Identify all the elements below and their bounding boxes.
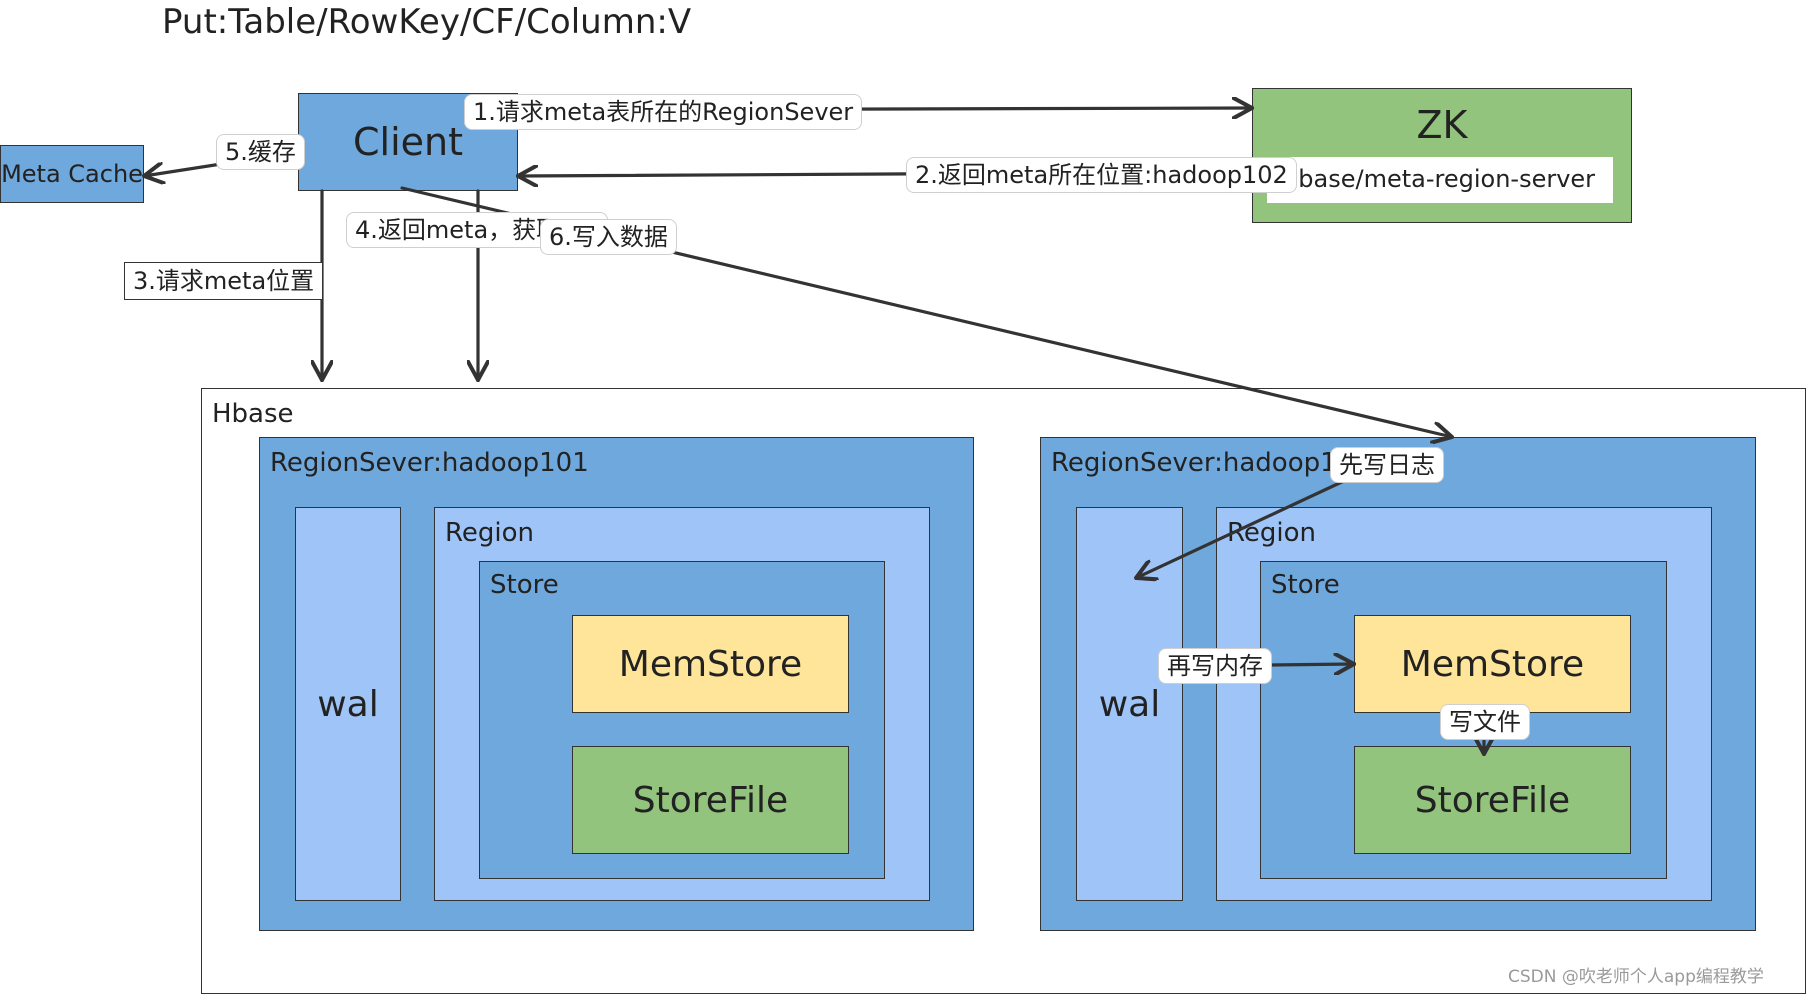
zk-label: ZK <box>1416 103 1468 147</box>
write-file-label: 写文件 <box>1440 704 1530 740</box>
hbase-label: Hbase <box>212 399 294 429</box>
region-server-label: RegionSever:hadoop102 <box>1051 448 1370 478</box>
wal-label: wal <box>1098 683 1161 725</box>
store-label: Store <box>1271 570 1340 600</box>
wal-box: wal <box>1076 507 1183 901</box>
wal-label: wal <box>317 683 379 725</box>
watermark: CSDN @吹老师个人app编程教学 <box>1508 967 1764 987</box>
memstore-label: MemStore <box>618 643 803 685</box>
meta-cache-box: Meta Cache <box>0 145 144 203</box>
diagram-title: Put:Table/RowKey/CF/Column:V <box>162 2 692 42</box>
step6-label: 6.写入数据 <box>540 219 677 255</box>
storefile-label: StoreFile <box>1414 779 1571 821</box>
storefile-box: StoreFile <box>1354 746 1631 854</box>
step1-label: 1.请求meta表所在的RegionSever <box>464 94 863 130</box>
step2-label: 2.返回meta所在位置:hadoop102 <box>906 157 1297 193</box>
memstore-box: MemStore <box>572 615 849 713</box>
step3-label: 3.请求meta位置 <box>124 262 324 300</box>
region-label: Region <box>445 518 535 548</box>
store-label: Store <box>490 570 559 600</box>
storefile-label: StoreFile <box>632 779 789 821</box>
client-label: Client <box>352 120 463 164</box>
write-log-label: 先写日志 <box>1330 447 1444 483</box>
memstore-label: MemStore <box>1400 643 1585 685</box>
zk-box: ZK /hbase/meta-region-server <box>1252 88 1632 223</box>
storefile-box: StoreFile <box>572 746 849 854</box>
wal-box: wal <box>295 507 401 901</box>
arrow-write-log <box>1136 478 1348 578</box>
step5-label: 5.缓存 <box>216 134 305 170</box>
arrow-write-memory <box>1266 664 1354 665</box>
region-server-label: RegionSever:hadoop101 <box>270 448 589 478</box>
memstore-box: MemStore <box>1354 615 1631 713</box>
write-memory-label: 再写内存 <box>1158 648 1272 684</box>
zk-path-label: /hbase/meta-region-server <box>1275 165 1596 193</box>
meta-cache-label: Meta Cache <box>1 160 143 188</box>
region-label: Region <box>1227 518 1317 548</box>
zk-path-box: /hbase/meta-region-server <box>1267 157 1613 203</box>
